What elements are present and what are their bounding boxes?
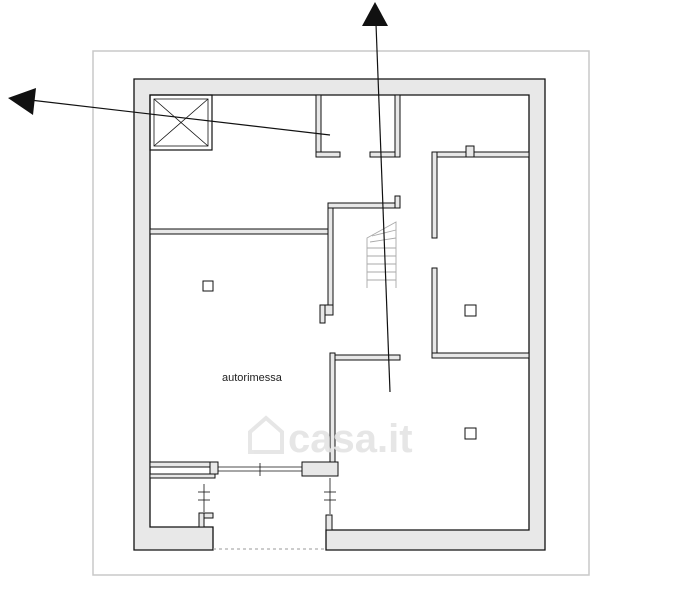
- garage-door: [218, 463, 302, 476]
- floor-drain-markers: [202, 280, 477, 440]
- arrow-up: [362, 2, 391, 393]
- arrow-left: [8, 88, 331, 136]
- staircase: [366, 221, 397, 288]
- drain-garage: [202, 280, 214, 292]
- house-icon: [248, 415, 284, 454]
- sheet-border: [92, 50, 590, 576]
- watermark: casa.it: [248, 415, 413, 461]
- drain-right-lower: [464, 427, 477, 440]
- skylight: [149, 94, 213, 151]
- room-label-garage: autorimessa: [222, 372, 283, 384]
- watermark-text: casa.it: [288, 417, 413, 461]
- interior-walls: [149, 94, 530, 531]
- door-markers: [198, 478, 336, 514]
- outer-wall: [133, 78, 546, 551]
- drain-right-upper: [464, 304, 477, 317]
